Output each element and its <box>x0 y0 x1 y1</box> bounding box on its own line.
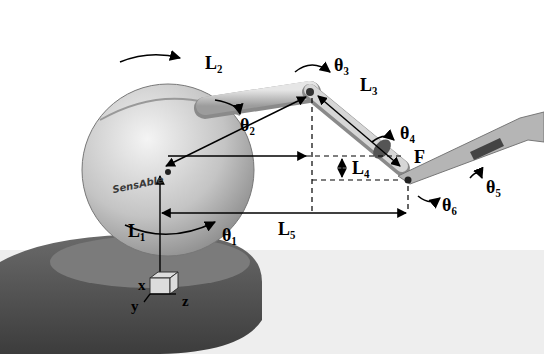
axis-label: x <box>138 278 146 293</box>
l2-dimension <box>166 97 306 166</box>
axis-label: y <box>131 299 139 314</box>
link-length-label: L₄ <box>352 159 369 177</box>
dashed-reference <box>306 155 404 156</box>
dashed-reference <box>311 98 312 212</box>
theta4-arc <box>372 136 394 142</box>
axis-label: z <box>182 294 189 309</box>
stylus-button <box>470 138 504 160</box>
link-length-label: L₃ <box>360 76 377 94</box>
shoulder-joint <box>165 169 171 175</box>
l1-dimension <box>159 176 160 286</box>
theta6-arc <box>418 196 440 202</box>
stylus <box>398 112 544 184</box>
end-point <box>405 177 412 184</box>
joint-angle-label: θ₆ <box>442 196 457 214</box>
dashed-reference <box>312 179 402 180</box>
frame-box-front <box>150 278 170 294</box>
link-length-label: L₂ <box>205 54 222 72</box>
upper-arm-face <box>205 90 310 106</box>
horizontal-reference <box>168 155 306 156</box>
frame-box-side <box>170 272 178 294</box>
device-base <box>0 234 262 354</box>
forearm-face <box>310 90 402 166</box>
sphere-rotation-arc <box>120 55 180 62</box>
brand-logo: SensAble <box>112 175 165 196</box>
theta5-arc <box>470 173 482 178</box>
l5-dimension <box>162 212 406 213</box>
elbow-joint <box>306 88 314 96</box>
joint-angle-label: θ₄ <box>400 124 415 142</box>
theta2-arc <box>215 100 240 114</box>
y-axis <box>144 294 150 302</box>
link-length-label: L₁ <box>128 222 145 240</box>
l4-dimension <box>341 159 342 177</box>
point-label: F <box>414 148 425 166</box>
z-axis <box>150 293 176 294</box>
joint-angle-label: θ₁ <box>222 226 237 244</box>
joint-angle-label: θ₂ <box>240 116 255 134</box>
joint-angle-label: θ₃ <box>334 56 349 74</box>
theta3-arc <box>295 65 330 72</box>
link-length-label: L₅ <box>278 220 295 238</box>
dashed-reference <box>407 186 408 212</box>
joint-angle-label: θ₅ <box>486 178 501 196</box>
